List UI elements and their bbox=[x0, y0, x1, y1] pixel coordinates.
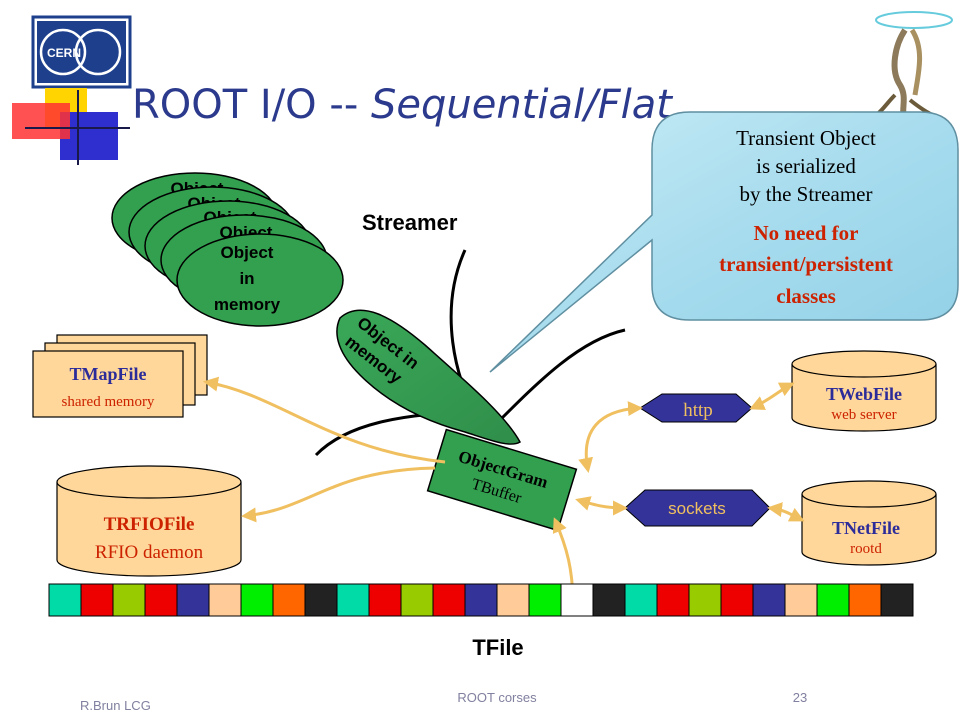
trfiofile-subtitle: RFIO daemon bbox=[95, 542, 204, 563]
tfile-cell bbox=[848, 583, 882, 617]
tfile-cell bbox=[528, 583, 562, 617]
footer-center: ROOT corses bbox=[457, 690, 537, 705]
http-box: http bbox=[639, 393, 753, 423]
twebfile-node: TWebFile web server bbox=[791, 350, 937, 432]
tfile-cell bbox=[592, 583, 626, 617]
tnetfile-subtitle: rootd bbox=[850, 541, 882, 557]
sockets-box: sockets bbox=[624, 489, 771, 527]
tfile-cell bbox=[304, 583, 338, 617]
tfile-cell bbox=[208, 583, 242, 617]
object-front-line-2: in bbox=[239, 269, 254, 288]
footer-author: R.Brun LCG bbox=[80, 698, 151, 713]
decorative-figure bbox=[869, 11, 953, 122]
tfile-cell bbox=[176, 583, 210, 617]
tfile-label: TFile bbox=[472, 635, 523, 660]
cern-logo: CERN bbox=[31, 15, 132, 89]
arrow-sockets-to-tnetfile bbox=[767, 502, 805, 522]
footer-page-number: 23 bbox=[793, 690, 807, 705]
sockets-label: sockets bbox=[668, 499, 726, 518]
tfile-cell bbox=[784, 583, 818, 617]
tfile-cell bbox=[112, 583, 146, 617]
title-italic: Sequential/Flat bbox=[371, 82, 673, 128]
tfile-cell bbox=[80, 583, 114, 617]
title-main: ROOT I/O -- bbox=[132, 82, 371, 128]
slide-title: ROOT I/O -- Sequential/Flat bbox=[132, 82, 673, 128]
callout-red-line-1: No need for bbox=[754, 221, 859, 245]
trfiofile-node: TRFIOFile RFIO daemon bbox=[56, 465, 242, 577]
tmapfile-node: TMapFile shared memory bbox=[32, 334, 208, 418]
tfile-cell bbox=[560, 583, 594, 617]
arrow-to-http bbox=[578, 401, 643, 473]
tfile-cell bbox=[144, 583, 178, 617]
object-stack: Object Object Object Object Object in me… bbox=[111, 172, 344, 327]
callout-line-3: by the Streamer bbox=[740, 182, 873, 206]
streamer-label: Streamer bbox=[362, 210, 458, 235]
trfiofile-title: TRFIOFile bbox=[104, 514, 195, 535]
tfile-cell bbox=[624, 583, 658, 617]
tnetfile-title: TNetFile bbox=[832, 518, 900, 538]
tmapfile-subtitle: shared memory bbox=[62, 394, 155, 410]
tfile-cell bbox=[464, 583, 498, 617]
tfile-cell bbox=[880, 583, 914, 617]
tfile-cell bbox=[688, 583, 722, 617]
tfile-cell bbox=[272, 583, 306, 617]
tfile-cell bbox=[432, 583, 466, 617]
object-front-line-1: Object bbox=[221, 243, 274, 262]
tnetfile-node: TNetFile rootd bbox=[801, 480, 937, 566]
arrow-to-sockets bbox=[575, 496, 628, 516]
twebfile-subtitle: web server bbox=[831, 407, 896, 423]
object-front-line-3: memory bbox=[214, 295, 281, 314]
http-label: http bbox=[683, 400, 713, 421]
tfile-cell bbox=[400, 583, 434, 617]
tfile-strip bbox=[48, 583, 914, 617]
arrow-http-to-twebfile bbox=[749, 382, 795, 410]
streamer-curve-3 bbox=[493, 328, 626, 427]
callout-line-2: is serialized bbox=[756, 154, 856, 178]
arrow-to-tmapfile bbox=[203, 376, 446, 464]
tfile-cell bbox=[496, 583, 530, 617]
decorative-squares bbox=[12, 88, 130, 165]
tfile-cell bbox=[816, 583, 850, 617]
tfile-cell bbox=[720, 583, 754, 617]
callout-line-1: Transient Object bbox=[736, 126, 876, 150]
connector-arrows bbox=[203, 376, 805, 601]
twebfile-title: TWebFile bbox=[826, 384, 902, 404]
tfile-cell bbox=[240, 583, 274, 617]
callout-red-line-2: transient/persistent bbox=[719, 252, 893, 276]
tmapfile-title: TMapFile bbox=[70, 364, 147, 384]
tfile-cell bbox=[752, 583, 786, 617]
tfile-cell bbox=[48, 583, 82, 617]
callout-bubble: Transient Object is serialized by the St… bbox=[489, 111, 959, 373]
logo-text: CERN bbox=[47, 46, 81, 60]
object-ellipse-front: Object in memory bbox=[176, 233, 344, 327]
leaf-object: Object in memory bbox=[336, 309, 522, 445]
tfile-cell bbox=[368, 583, 402, 617]
callout-red-line-3: classes bbox=[776, 284, 836, 308]
tfile-cell bbox=[336, 583, 370, 617]
tfile-cell bbox=[656, 583, 690, 617]
arrow-to-trfiofile bbox=[241, 466, 436, 523]
objectgram-box: ObjectGram TBuffer bbox=[426, 428, 578, 532]
